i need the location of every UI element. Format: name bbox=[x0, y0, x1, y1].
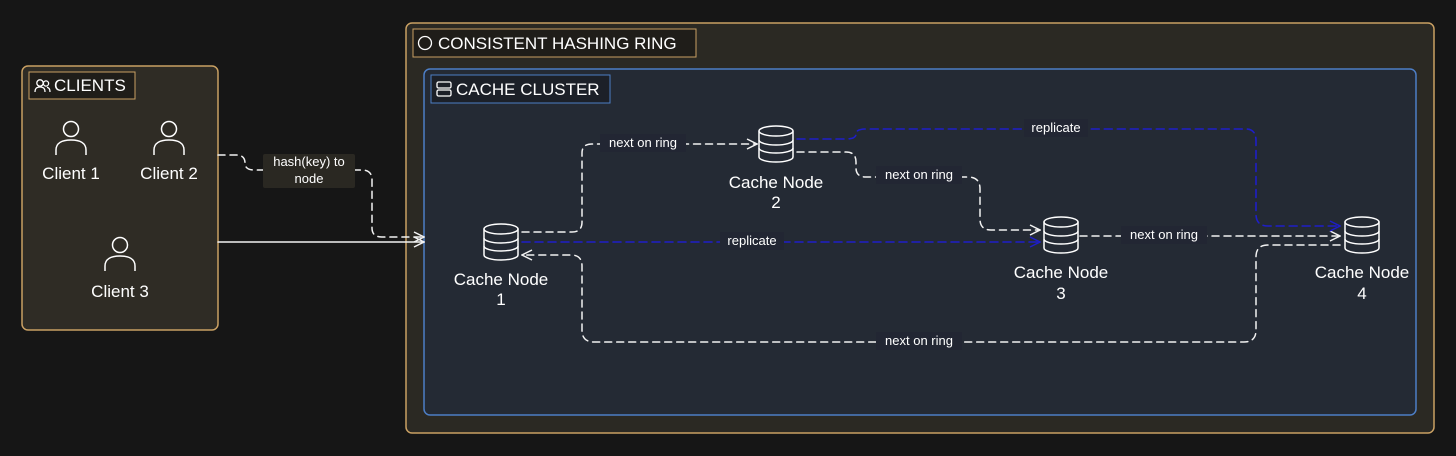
server-icon bbox=[436, 81, 452, 97]
edge-labels: hash(key) to node next on ring next on r… bbox=[263, 119, 1207, 350]
cache-node-1[interactable]: Cache Node 1 bbox=[454, 223, 549, 309]
database-icon bbox=[758, 125, 794, 163]
user-icon bbox=[55, 120, 87, 155]
database-icon bbox=[1344, 216, 1380, 254]
ring-group-title: CONSISTENT HASHING RING bbox=[438, 34, 677, 53]
cache-node-3[interactable]: Cache Node 3 bbox=[1014, 216, 1109, 303]
database-icon bbox=[483, 223, 519, 261]
users-icon bbox=[34, 79, 51, 93]
client-2-label: Client 2 bbox=[140, 164, 198, 183]
edge-label-n4-n1: next on ring bbox=[885, 333, 953, 348]
cache-node-2-label-line1: Cache Node bbox=[729, 173, 824, 192]
cache-node-3-label-line1: Cache Node bbox=[1014, 263, 1109, 282]
cache-node-2[interactable]: Cache Node 2 bbox=[729, 125, 824, 212]
cache-node-4-label-line2: 4 bbox=[1357, 284, 1366, 303]
edge-label-n1-n2: next on ring bbox=[609, 135, 677, 150]
clients-group-title: CLIENTS bbox=[54, 76, 126, 95]
edge-label-hash-line2: node bbox=[295, 171, 324, 186]
clients-group: CLIENTS Client 1 Client 2 Client 3 bbox=[21, 65, 219, 331]
client-2[interactable]: Client 2 bbox=[140, 120, 198, 184]
cluster-group-title: CACHE CLUSTER bbox=[456, 80, 600, 99]
client-3[interactable]: Client 3 bbox=[91, 236, 149, 302]
edge-label-n3-n4: next on ring bbox=[1130, 227, 1198, 242]
client-3-label: Client 3 bbox=[91, 282, 149, 301]
cache-node-2-label-line2: 2 bbox=[771, 193, 780, 212]
user-icon bbox=[153, 120, 185, 155]
edge-label-replicate-n1-n3: replicate bbox=[727, 233, 776, 248]
edge-clients-hash-to-ring bbox=[217, 154, 424, 237]
cache-node-4[interactable]: Cache Node 4 bbox=[1315, 216, 1410, 303]
user-icon bbox=[104, 236, 136, 271]
cache-node-4-label-line1: Cache Node bbox=[1315, 263, 1410, 282]
client-1-label: Client 1 bbox=[42, 164, 100, 183]
edge-label-n2-n3: next on ring bbox=[885, 167, 953, 182]
edge-label-replicate-n2-n4: replicate bbox=[1031, 120, 1080, 135]
edge-replicate-n2-to-n4 bbox=[796, 128, 1340, 226]
circle-icon bbox=[417, 35, 433, 51]
cache-node-1-label-line2: 1 bbox=[496, 290, 505, 309]
database-icon bbox=[1043, 216, 1079, 254]
edge-n1-to-n2 bbox=[521, 144, 757, 233]
client-1[interactable]: Client 1 bbox=[42, 120, 100, 184]
cache-node-3-label-line2: 3 bbox=[1056, 284, 1065, 303]
edge-label-hash-line1: hash(key) to bbox=[273, 154, 345, 169]
cache-node-1-label-line1: Cache Node bbox=[454, 270, 549, 289]
